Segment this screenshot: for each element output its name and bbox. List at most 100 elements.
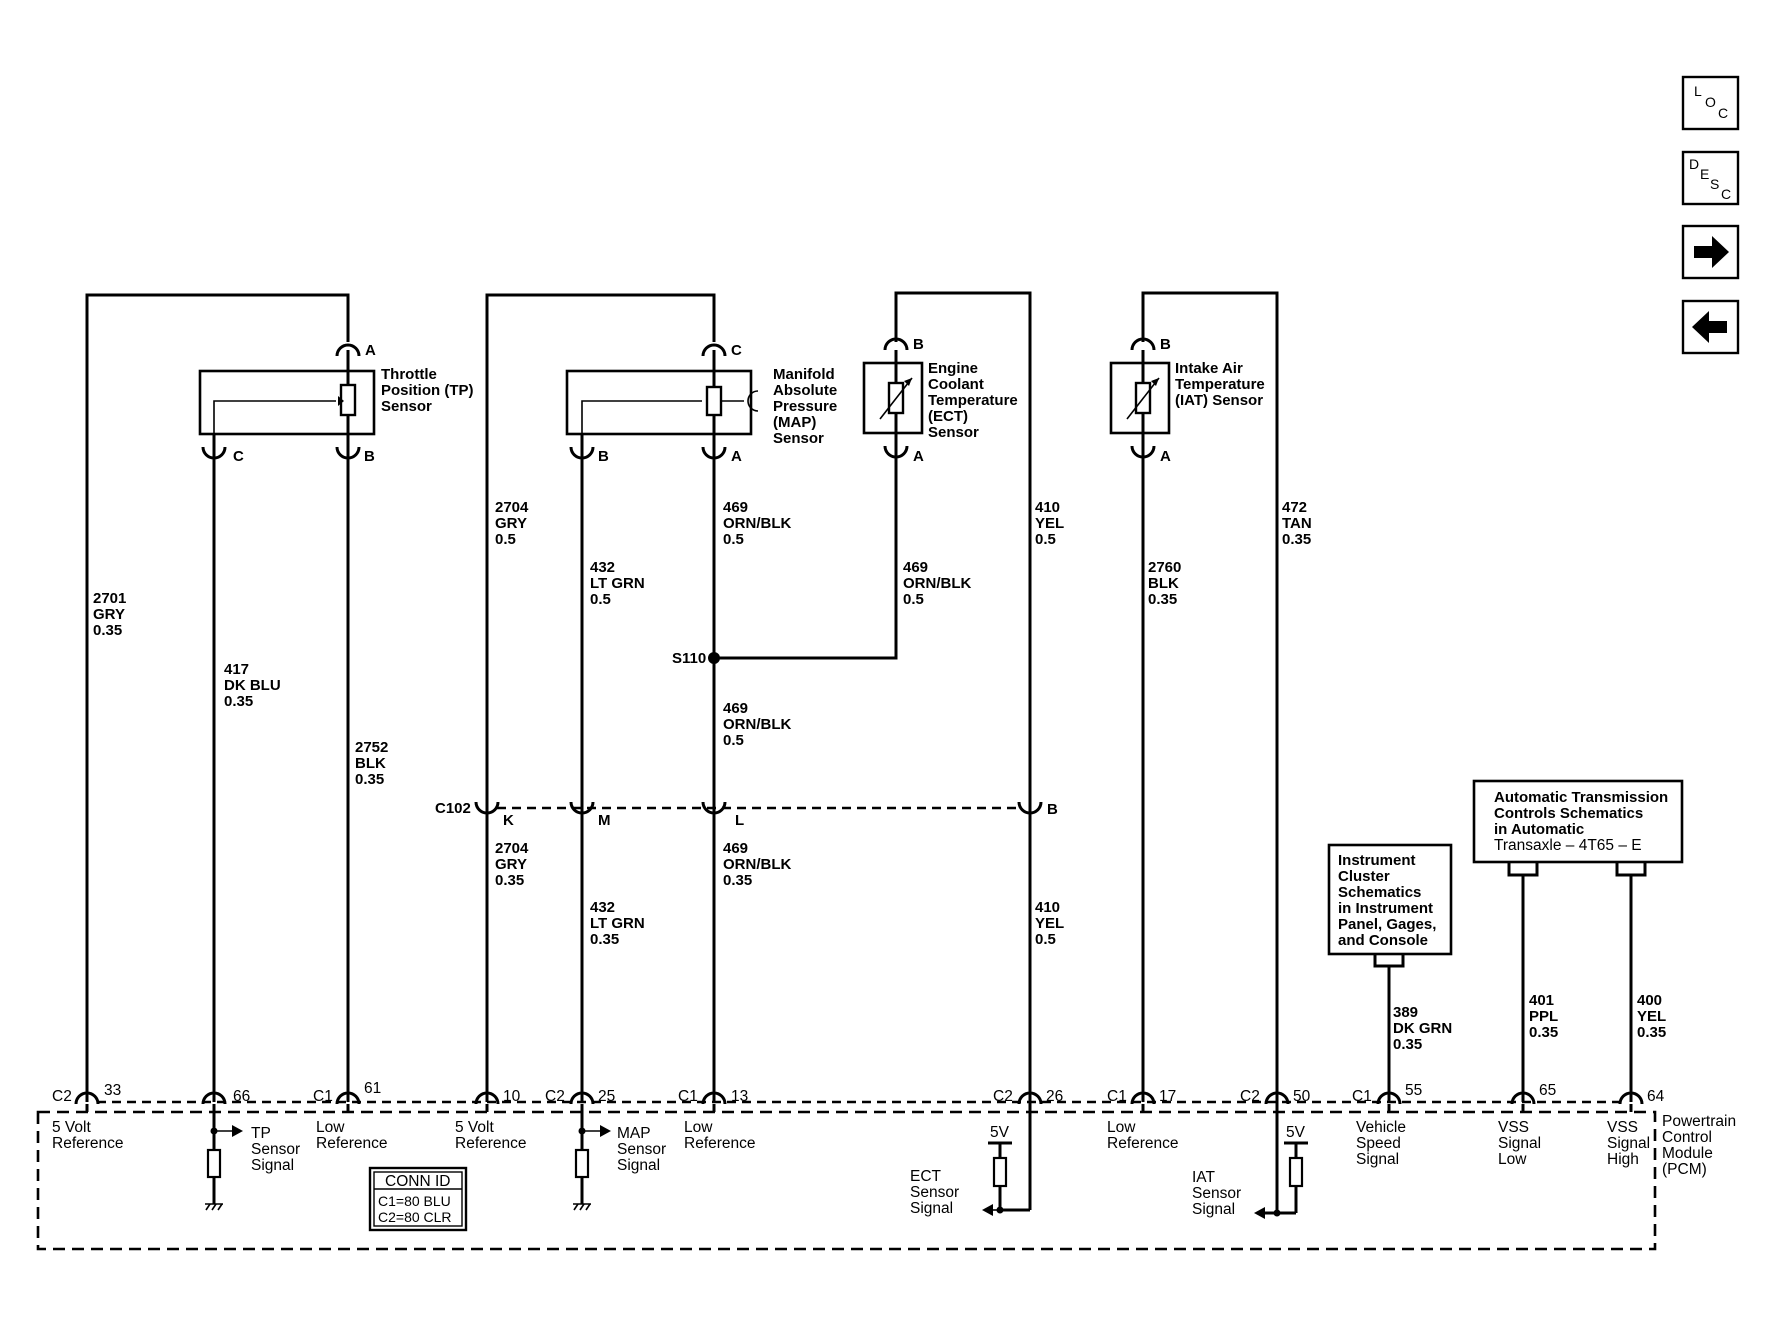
c102-pin-b: B: [1047, 801, 1058, 818]
w2752-num: 2752: [355, 739, 388, 756]
w400-num: 400: [1637, 992, 1662, 1009]
ect-label-5: Sensor: [928, 424, 979, 441]
ect-pin-b-connector: [883, 337, 909, 351]
map-pin-b: B: [598, 448, 609, 465]
w472-size: 0.35: [1282, 531, 1311, 548]
loc-button[interactable]: L O C: [1681, 75, 1740, 131]
c102-pin-l: L: [735, 812, 744, 829]
w2701-color: GRY: [93, 606, 125, 623]
w432b-num: 432: [590, 899, 615, 916]
pcm-p9-num: 50: [1293, 1088, 1311, 1105]
c102-pin-b-connector: [1017, 801, 1043, 815]
iat-pin-b-connector: [1130, 337, 1156, 351]
w432t-size: 0.5: [590, 591, 611, 608]
ect-label-2: Coolant: [928, 376, 984, 393]
ect-label-1: Engine: [928, 360, 978, 377]
pcm-ref5v-1-b: Reference: [52, 1135, 124, 1152]
map-signal-circuit: [573, 1112, 611, 1211]
iat-signal-arrow-icon: [1254, 1207, 1265, 1219]
w410t-color: YEL: [1035, 515, 1064, 532]
splice-label: S110: [672, 650, 706, 667]
w432t-num: 432: [590, 559, 615, 576]
w469b-size: 0.35: [723, 872, 752, 889]
pcm-vss-low-a: VSS: [1498, 1119, 1529, 1136]
pcm-p5-num: 25: [598, 1088, 615, 1105]
pcm-vss-low-b: Signal: [1498, 1135, 1541, 1152]
map-pin-a: A: [731, 448, 742, 465]
pcm-p7-conn: C2: [993, 1088, 1013, 1105]
wire-label-389: 389 DK GRN 0.35: [1393, 1004, 1452, 1053]
conn-id-title: CONN ID: [385, 1173, 450, 1190]
w417-size: 0.35: [224, 693, 253, 710]
cluster-label-5: Panel, Gages,: [1338, 916, 1436, 933]
tp-label-2: Position (TP): [381, 382, 474, 399]
pcm-map-sig-c: Signal: [617, 1157, 660, 1174]
loop-map-5v: [485, 293, 716, 808]
w2760-size: 0.35: [1148, 591, 1177, 608]
wire-label-432-top: 432 LT GRN 0.5: [590, 559, 645, 608]
w469t-color: ORN/BLK: [723, 515, 791, 532]
w2704b-color: GRY: [495, 856, 527, 873]
desc-s: S: [1710, 176, 1719, 192]
wire-label-401: 401 PPL 0.35: [1529, 992, 1558, 1041]
w410b-size: 0.5: [1035, 931, 1056, 948]
pcm-ref5v-1-a: 5 Volt: [52, 1119, 91, 1136]
pcm-p3-num: 61: [364, 1080, 381, 1097]
trans-label-3: in Automatic: [1494, 821, 1584, 838]
pcm-vss-a: Vehicle: [1356, 1119, 1406, 1136]
tp-pin-a-connector: [335, 343, 361, 357]
loc-o: O: [1705, 94, 1716, 110]
wire-label-2704-top: 2704 GRY 0.5: [495, 499, 529, 548]
w2752-color: BLK: [355, 755, 386, 772]
loop-tp-5v: [85, 293, 350, 1102]
tp-pin-c: C: [233, 448, 244, 465]
map-label-3: Pressure: [773, 398, 837, 415]
pcm-p6-conn: C1: [678, 1088, 698, 1105]
pcm-p1-num: 33: [104, 1082, 121, 1099]
desc-button[interactable]: D E S C: [1681, 150, 1740, 206]
w469m-size: 0.5: [723, 732, 744, 749]
trans-connector-1: [1507, 862, 1539, 877]
pcm-label-2: Control: [1662, 1129, 1712, 1146]
w469e-color: ORN/BLK: [903, 575, 971, 592]
wire-label-400: 400 YEL 0.35: [1637, 992, 1666, 1041]
pcm-vss-c: Signal: [1356, 1151, 1399, 1168]
trans-connector-2: [1615, 862, 1647, 877]
w389-num: 389: [1393, 1004, 1418, 1021]
w2701-size: 0.35: [93, 622, 122, 639]
c102-pin-m-connector: [569, 801, 595, 815]
pcm-p5-conn: C2: [545, 1088, 565, 1105]
ect-label-3: Temperature: [928, 392, 1018, 409]
pcm-map-sig-b: Sensor: [617, 1141, 666, 1158]
w432t-color: LT GRN: [590, 575, 645, 592]
tp-sensor: Throttle Position (TP) Sensor: [198, 366, 474, 436]
cluster-label-1: Instrument: [1338, 852, 1416, 869]
w469e-size: 0.5: [903, 591, 924, 608]
trans-schematic-box[interactable]: Automatic Transmission Controls Schemati…: [1472, 779, 1684, 864]
c102-pin-l-connector: [701, 801, 727, 815]
cluster-label-2: Cluster: [1338, 868, 1390, 885]
w469e-num: 469: [903, 559, 928, 576]
loop-iat: [1141, 291, 1279, 1213]
pcm-vss-high-b: Signal: [1607, 1135, 1650, 1152]
pcm-pin-row: [74, 1091, 1644, 1105]
pcm-ref5v-2-b: Reference: [455, 1135, 527, 1152]
map-signal-arrow-icon: [600, 1125, 611, 1137]
w469b-color: ORN/BLK: [723, 856, 791, 873]
previous-page-button[interactable]: [1681, 299, 1740, 355]
w417-num: 417: [224, 661, 249, 678]
instrument-cluster-box[interactable]: Instrument Cluster Schematics in Instrum…: [1327, 843, 1453, 956]
tp-wiper: [213, 400, 336, 434]
pcm-p8-conn: C1: [1107, 1088, 1127, 1105]
w401-size: 0.35: [1529, 1024, 1558, 1041]
pcm-lowref-2-a: Low: [684, 1119, 713, 1136]
cluster-label-3: Schematics: [1338, 884, 1421, 901]
arrow-right-icon: [1694, 236, 1729, 268]
w2704t-num: 2704: [495, 499, 529, 516]
loop-ect: [894, 291, 1032, 1210]
desc-e: E: [1700, 166, 1709, 182]
ground-icon: [205, 1203, 223, 1211]
map-pressure-port: [747, 390, 759, 412]
next-page-button[interactable]: [1681, 224, 1740, 280]
map-label-4: (MAP): [773, 414, 816, 431]
